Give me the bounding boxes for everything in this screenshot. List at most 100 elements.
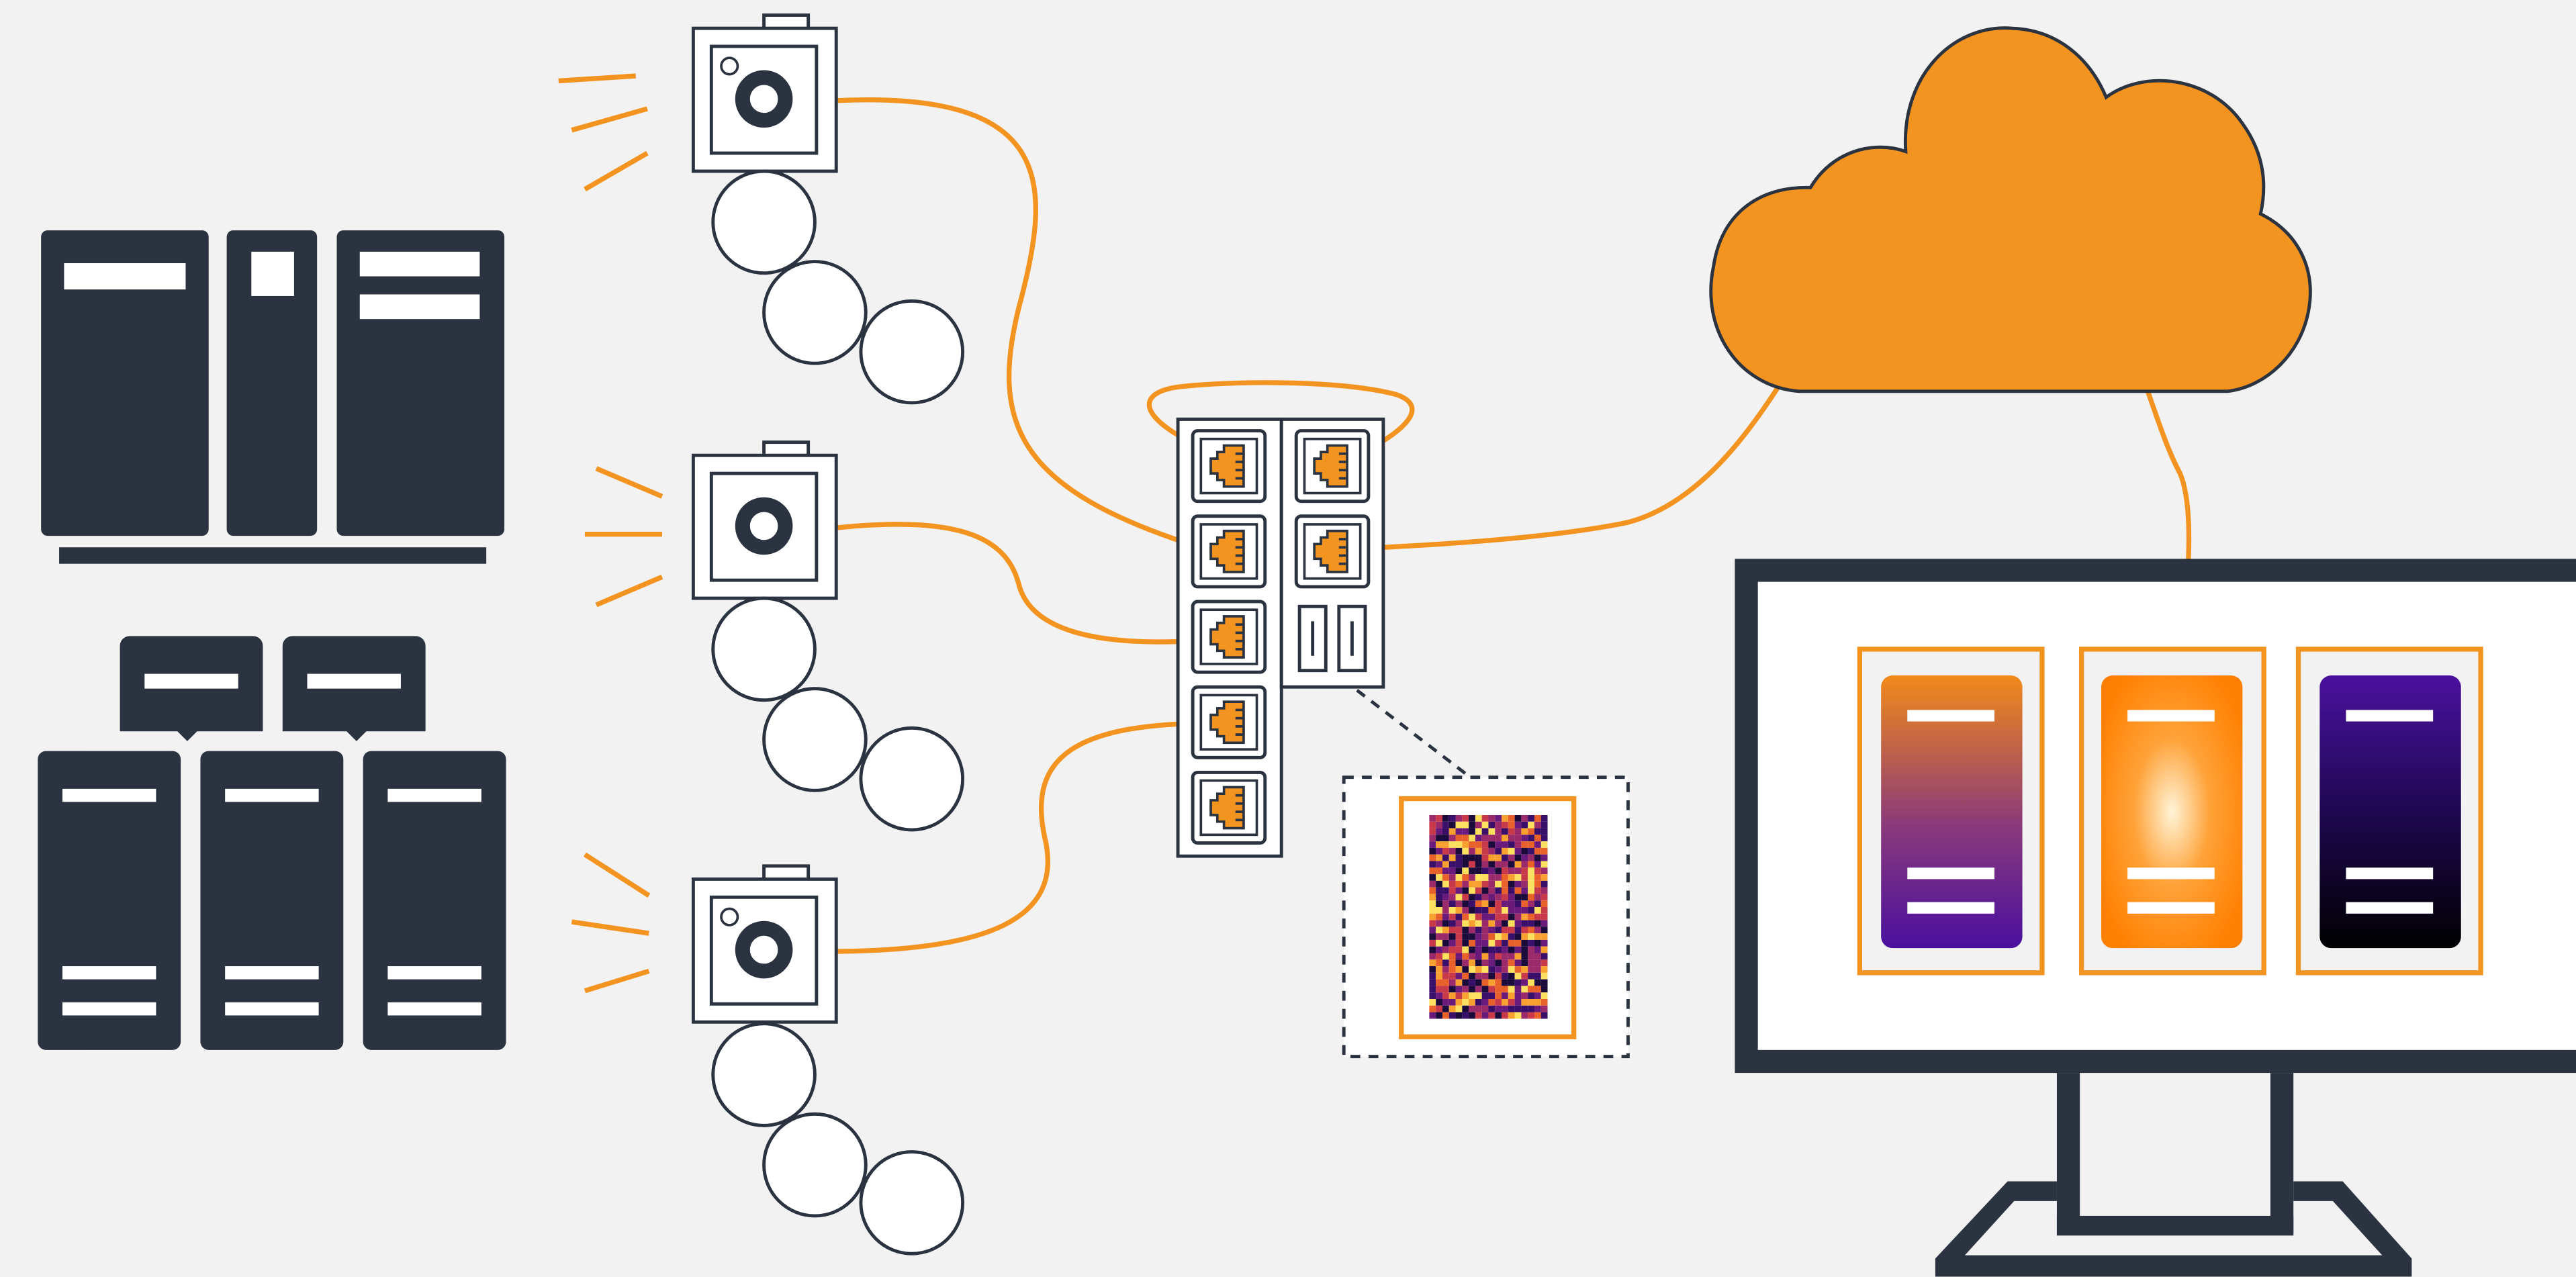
thermal-pixel	[1488, 913, 1496, 920]
thermal-pixel	[1502, 998, 1508, 1006]
thermal-pixel	[1462, 1012, 1469, 1019]
thermal-pixel	[1528, 966, 1534, 973]
thermal-pixel	[1442, 867, 1449, 875]
thermal-pixel	[1540, 861, 1548, 868]
thermal-pixel	[1534, 900, 1541, 907]
thermal-pixel	[1514, 847, 1522, 855]
thermal-pixel	[1455, 814, 1463, 822]
thermal-pixel	[1429, 874, 1436, 881]
thermal-pixel	[1502, 841, 1508, 848]
thermal-pixel	[1462, 867, 1469, 875]
thermal-pixel	[1540, 835, 1548, 842]
thermal-pixel	[1508, 894, 1515, 901]
thermal-pixel	[1521, 887, 1528, 894]
thermal-pixel	[1469, 867, 1475, 875]
network-switch-icon	[1176, 417, 1385, 858]
thermal-pixel	[1442, 861, 1449, 868]
thermal-pixel	[1442, 847, 1449, 855]
thermal-pixel	[1521, 828, 1528, 835]
thermal-pixel	[1448, 939, 1456, 947]
thermal-pixel	[1508, 874, 1515, 881]
thermal-pixel	[1475, 861, 1482, 868]
thermal-pixel	[1475, 854, 1482, 861]
thermal-pixel	[1540, 1012, 1548, 1019]
thermal-pixel	[1502, 887, 1508, 894]
thermal-pixel	[1455, 1012, 1463, 1019]
thermal-pixel	[1442, 906, 1449, 914]
thermal-pixel	[1521, 966, 1528, 973]
thermal-pixel	[1436, 880, 1442, 888]
thermal-pixel	[1481, 953, 1489, 960]
thermal-pixel	[1475, 874, 1482, 881]
thermal-pixel	[1528, 828, 1534, 835]
thermal-pixel	[1429, 900, 1436, 907]
thermal-pixel	[1462, 913, 1469, 920]
thermal-pixel	[1475, 828, 1482, 835]
thermal-pixel	[1481, 927, 1489, 934]
thermal-pixel	[1508, 814, 1515, 822]
thermal-pixel	[1521, 841, 1528, 848]
thermal-pixel	[1534, 867, 1541, 875]
thermal-pixel	[1528, 847, 1534, 855]
thermal-pixel	[1436, 894, 1442, 901]
thermal-pixel	[1495, 939, 1502, 947]
thermal-pixel	[1475, 992, 1482, 999]
thermal-pixel	[1481, 972, 1489, 980]
thermal-pixel	[1481, 959, 1489, 967]
thermal-pixel	[1508, 861, 1515, 868]
thermal-pixel	[1469, 894, 1475, 901]
thermal-pixel	[1521, 900, 1528, 907]
thermal-pixel	[1528, 880, 1534, 888]
thermal-pixel	[1540, 821, 1548, 829]
thermal-pixel	[1448, 946, 1456, 953]
thermal-pixel	[1521, 1005, 1528, 1012]
thermal-pixel	[1488, 1005, 1496, 1012]
thermal-pixel	[1429, 854, 1436, 861]
thermal-pixel	[1521, 920, 1528, 927]
thermal-pixel	[1448, 894, 1456, 901]
thermal-pixel	[1540, 828, 1548, 835]
thermal-pixel	[1462, 887, 1469, 894]
thermal-pixel	[1534, 880, 1541, 888]
thermal-pixel	[1495, 867, 1502, 875]
thermal-pixel	[1429, 920, 1436, 927]
thermal-pixel	[1540, 986, 1548, 993]
thermal-pixel	[1528, 854, 1534, 861]
thermal-pixel	[1488, 900, 1496, 907]
thermal-pixel	[1481, 847, 1489, 855]
thermal-pixel	[1534, 959, 1541, 967]
thermal-pixel	[1502, 847, 1508, 855]
thermal-pixel	[1448, 835, 1456, 842]
thermal-pixel	[1462, 861, 1469, 868]
server-cluster-icon	[38, 636, 506, 1050]
thermal-pixel	[1429, 828, 1436, 835]
thermal-pixel	[1521, 979, 1528, 986]
thermal-pixel	[1469, 821, 1475, 829]
thermal-pixel	[1502, 913, 1508, 920]
thermal-pixel	[1540, 933, 1548, 940]
thermal-pixel	[1540, 913, 1548, 920]
thermal-pixel	[1528, 894, 1534, 901]
thermal-pixel	[1502, 828, 1508, 835]
thermal-pixel	[1528, 821, 1534, 829]
thermal-pixel	[1448, 906, 1456, 914]
camera-icon	[691, 440, 838, 600]
camera-2	[584, 440, 965, 832]
camera-1	[558, 13, 965, 405]
thermal-pixel	[1475, 986, 1482, 993]
thermal-pixel	[1514, 986, 1522, 993]
thermal-pixel	[1502, 1005, 1508, 1012]
thermal-pixel	[1462, 972, 1469, 980]
thermal-pixel	[1508, 867, 1515, 875]
thermal-pixel	[1469, 841, 1475, 848]
thermal-pixel	[1462, 841, 1469, 848]
thermal-pixel	[1540, 927, 1548, 934]
cables	[837, 97, 2192, 954]
thermal-pixel	[1436, 847, 1442, 855]
thermal-pixel	[1448, 867, 1456, 875]
thermal-pixel	[1475, 867, 1482, 875]
thermal-pixel	[1521, 913, 1528, 920]
thermal-pixel	[1495, 887, 1502, 894]
thermal-pixel	[1528, 814, 1534, 822]
thermal-pixel	[1534, 933, 1541, 940]
